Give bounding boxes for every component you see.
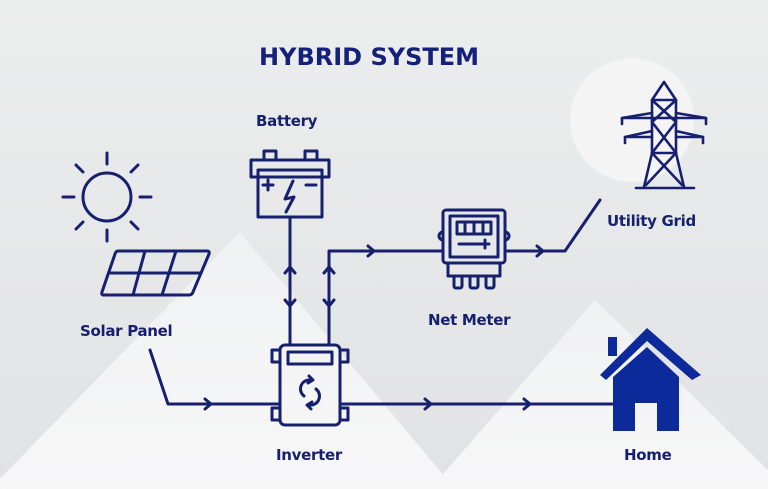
net-meter-icon (437, 208, 511, 290)
flow-solar-to-inverter (148, 348, 282, 411)
flow-battery-inverter (283, 215, 297, 347)
mountain-right (430, 300, 768, 489)
tower-halo (570, 58, 694, 182)
net-meter-label: Net Meter (428, 311, 511, 329)
battery-icon (249, 149, 331, 219)
page-title: HYBRID SYSTEM (259, 43, 480, 71)
battery-label: Battery (256, 112, 318, 130)
solar-panel-icon (100, 249, 211, 297)
inverter-label: Inverter (276, 446, 342, 464)
solar-panel-label: Solar Panel (80, 322, 173, 340)
flow-netmeter-to-grid (503, 198, 602, 258)
home-icon (600, 328, 701, 431)
home-label: Home (624, 446, 672, 464)
mountain-left (0, 232, 455, 489)
flow-inverter-to-home (338, 397, 614, 411)
transmission-tower-icon (620, 80, 708, 190)
utility-grid-label: Utility Grid (607, 212, 696, 230)
sun-icon (61, 151, 153, 243)
flow-inverter-netmeter (322, 244, 445, 347)
inverter-icon (270, 343, 350, 427)
